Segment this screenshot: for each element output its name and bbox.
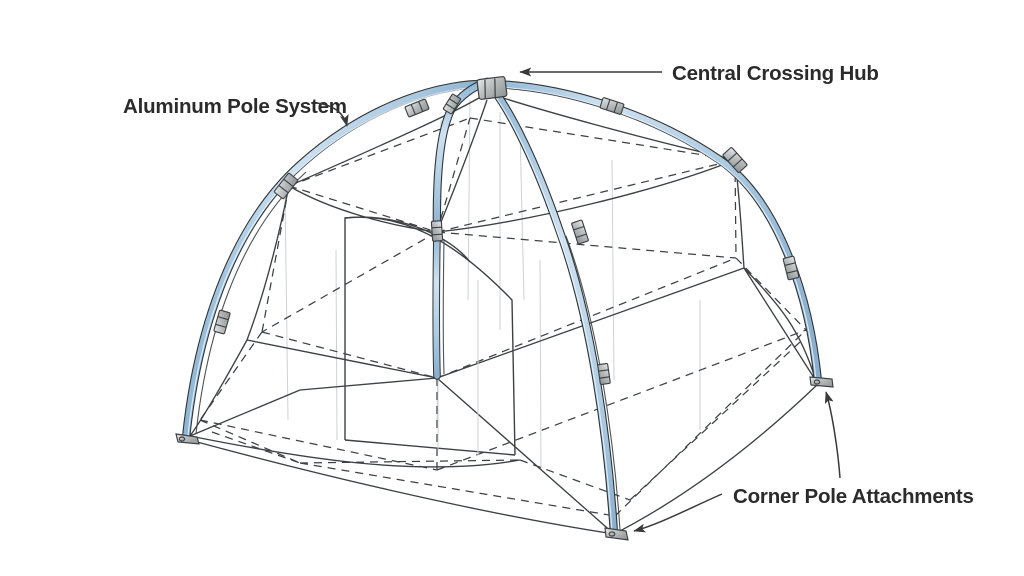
corner-foot-left: [175, 433, 200, 445]
ghost-construction-lines: [284, 99, 701, 471]
leader-corner-attachment-front: [633, 493, 723, 533]
leader-aluminum-pole-system: [316, 102, 349, 127]
pole-front-arch: [482, 77, 619, 539]
corner-foot-front: [604, 527, 629, 541]
label-corner-pole-attachments-text: Corner Pole Attachments: [733, 485, 974, 508]
corner-foot-right: [809, 376, 834, 388]
central-crossing-hub: [476, 76, 508, 100]
tent-door: [344, 216, 516, 456]
pole-left-arch: [181, 79, 497, 443]
pole-connectors: [213, 93, 800, 385]
leader-corner-attachment-right: [824, 391, 841, 479]
label-aluminum-pole-system[interactable]: Aluminum Pole System: [123, 95, 349, 127]
label-central-crossing-hub[interactable]: Central Crossing Hub: [519, 62, 879, 85]
pole-left-arch-far-side: [487, 79, 823, 387]
label-aluminum-pole-system-text: Aluminum Pole System: [123, 95, 347, 118]
label-corner-pole-attachments[interactable]: Corner Pole Attachments: [633, 391, 974, 533]
label-central-crossing-hub-text: Central Crossing Hub: [672, 62, 879, 85]
